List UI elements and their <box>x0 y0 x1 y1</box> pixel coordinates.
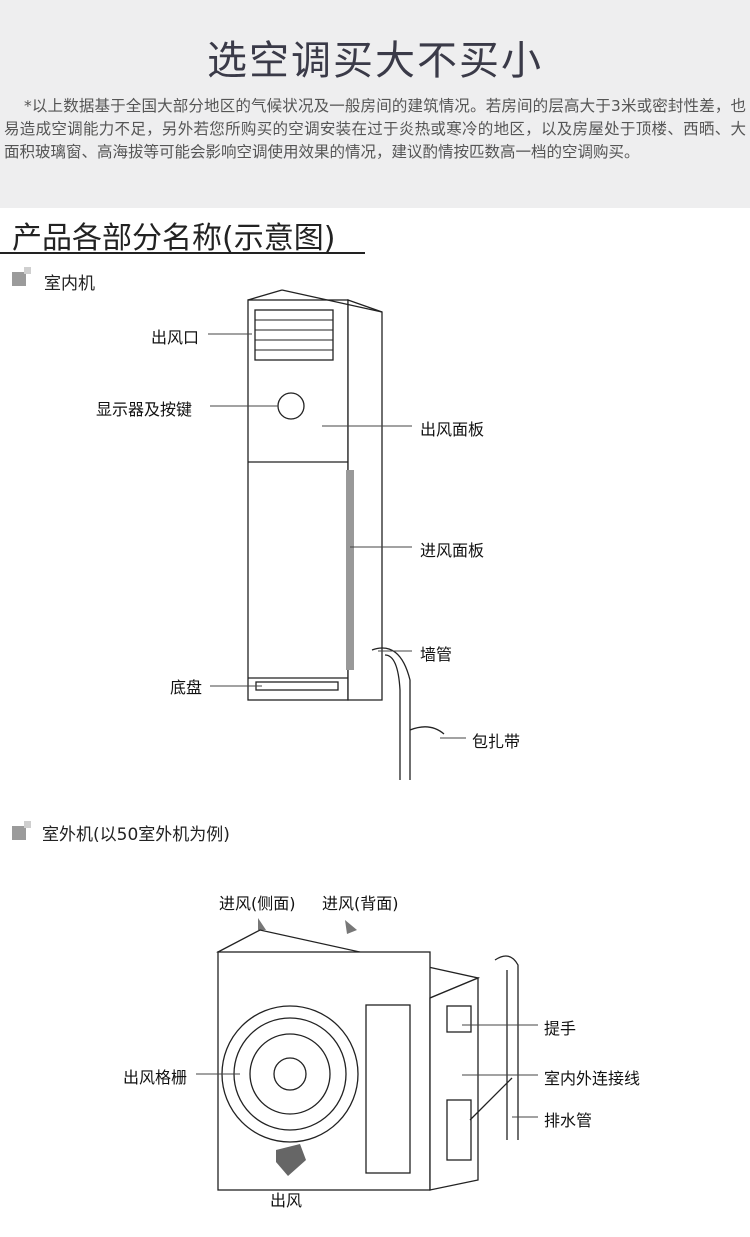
label-tape: 包扎带 <box>472 732 521 751</box>
label-base: 底盘 <box>170 678 203 697</box>
label-outlet: 出风口 <box>151 328 200 347</box>
label-air-out: 出风 <box>270 1191 303 1210</box>
section-title: 产品各部分名称(示意图) <box>12 221 336 256</box>
label-inlet-back: 进风(背面) <box>322 894 399 913</box>
header-panel: 选空调买大不买小 *以上数据基于全国大部分地区的气候状况及一般房间的建筑情况。若… <box>0 0 750 208</box>
label-inlet-panel: 进风面板 <box>420 541 485 560</box>
indoor-heading: 室内机 <box>44 274 95 294</box>
label-wall-pipe: 墙管 <box>420 645 453 664</box>
indoor-leader-lines <box>208 333 466 739</box>
outdoor-leader-lines <box>196 1024 538 1118</box>
indoor-unit-drawing <box>247 289 445 780</box>
page-title: 选空调买大不买小 <box>207 38 543 84</box>
sizing-note: *以上数据基于全国大部分地区的气候状况及一般房间的建筑情况。若房间的层高大于3米… <box>4 97 746 161</box>
label-grille: 出风格栅 <box>123 1068 188 1087</box>
section-underline <box>0 252 365 254</box>
outdoor-heading: 室外机(以50室外机为例) <box>42 825 230 845</box>
label-handle: 提手 <box>544 1019 577 1038</box>
label-drain: 排水管 <box>544 1111 593 1130</box>
label-cable: 室内外连接线 <box>544 1069 641 1088</box>
label-outlet-panel: 出风面板 <box>420 420 485 439</box>
label-display-buttons: 显示器及按键 <box>96 400 193 419</box>
bullet-square-icon <box>12 267 31 286</box>
outdoor-unit-drawing <box>216 918 519 1191</box>
bullet-square-icon <box>12 821 31 840</box>
label-inlet-side: 进风(侧面) <box>219 894 296 913</box>
